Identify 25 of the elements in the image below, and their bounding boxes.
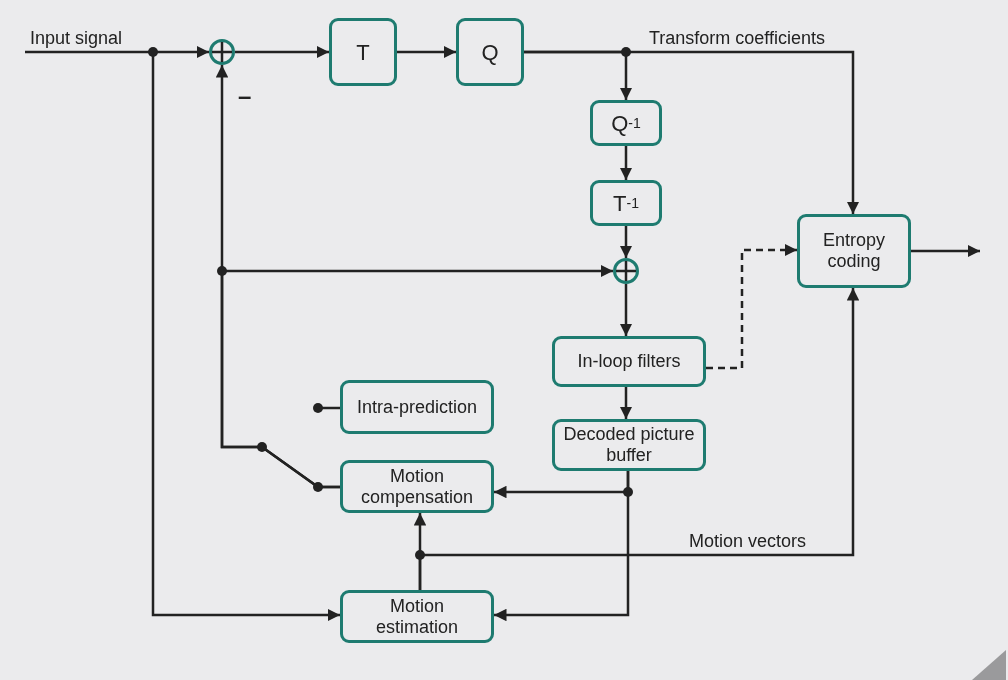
arrow: [418, 288, 860, 590]
arrow: [220, 264, 613, 489]
process-box: In-loop filters: [552, 336, 706, 387]
arrow: [235, 45, 329, 59]
arrow: [619, 226, 633, 258]
process-box: T: [329, 18, 397, 86]
arrow: [911, 244, 980, 258]
arrow: [524, 50, 860, 214]
process-box: Entropy coding: [797, 214, 911, 288]
process-box: Motion compensation: [340, 460, 494, 513]
arrow: [397, 45, 456, 59]
process-box: Intra-prediction: [340, 380, 494, 434]
process-box: Q$^{-1}$: [590, 100, 662, 146]
process-box: Decoded picture buffer: [552, 419, 706, 471]
arrow: [706, 243, 797, 370]
process-box: T$^{-1}$: [590, 180, 662, 226]
process-box: Q: [456, 18, 524, 86]
arrow: [494, 471, 630, 622]
arrow: [619, 387, 633, 419]
arrow: [25, 45, 209, 59]
arrow: [619, 146, 633, 180]
summing-junction: [209, 39, 235, 65]
process-box: Motion estimation: [340, 590, 494, 643]
arrow: [619, 284, 633, 336]
summing-junction: [613, 258, 639, 284]
